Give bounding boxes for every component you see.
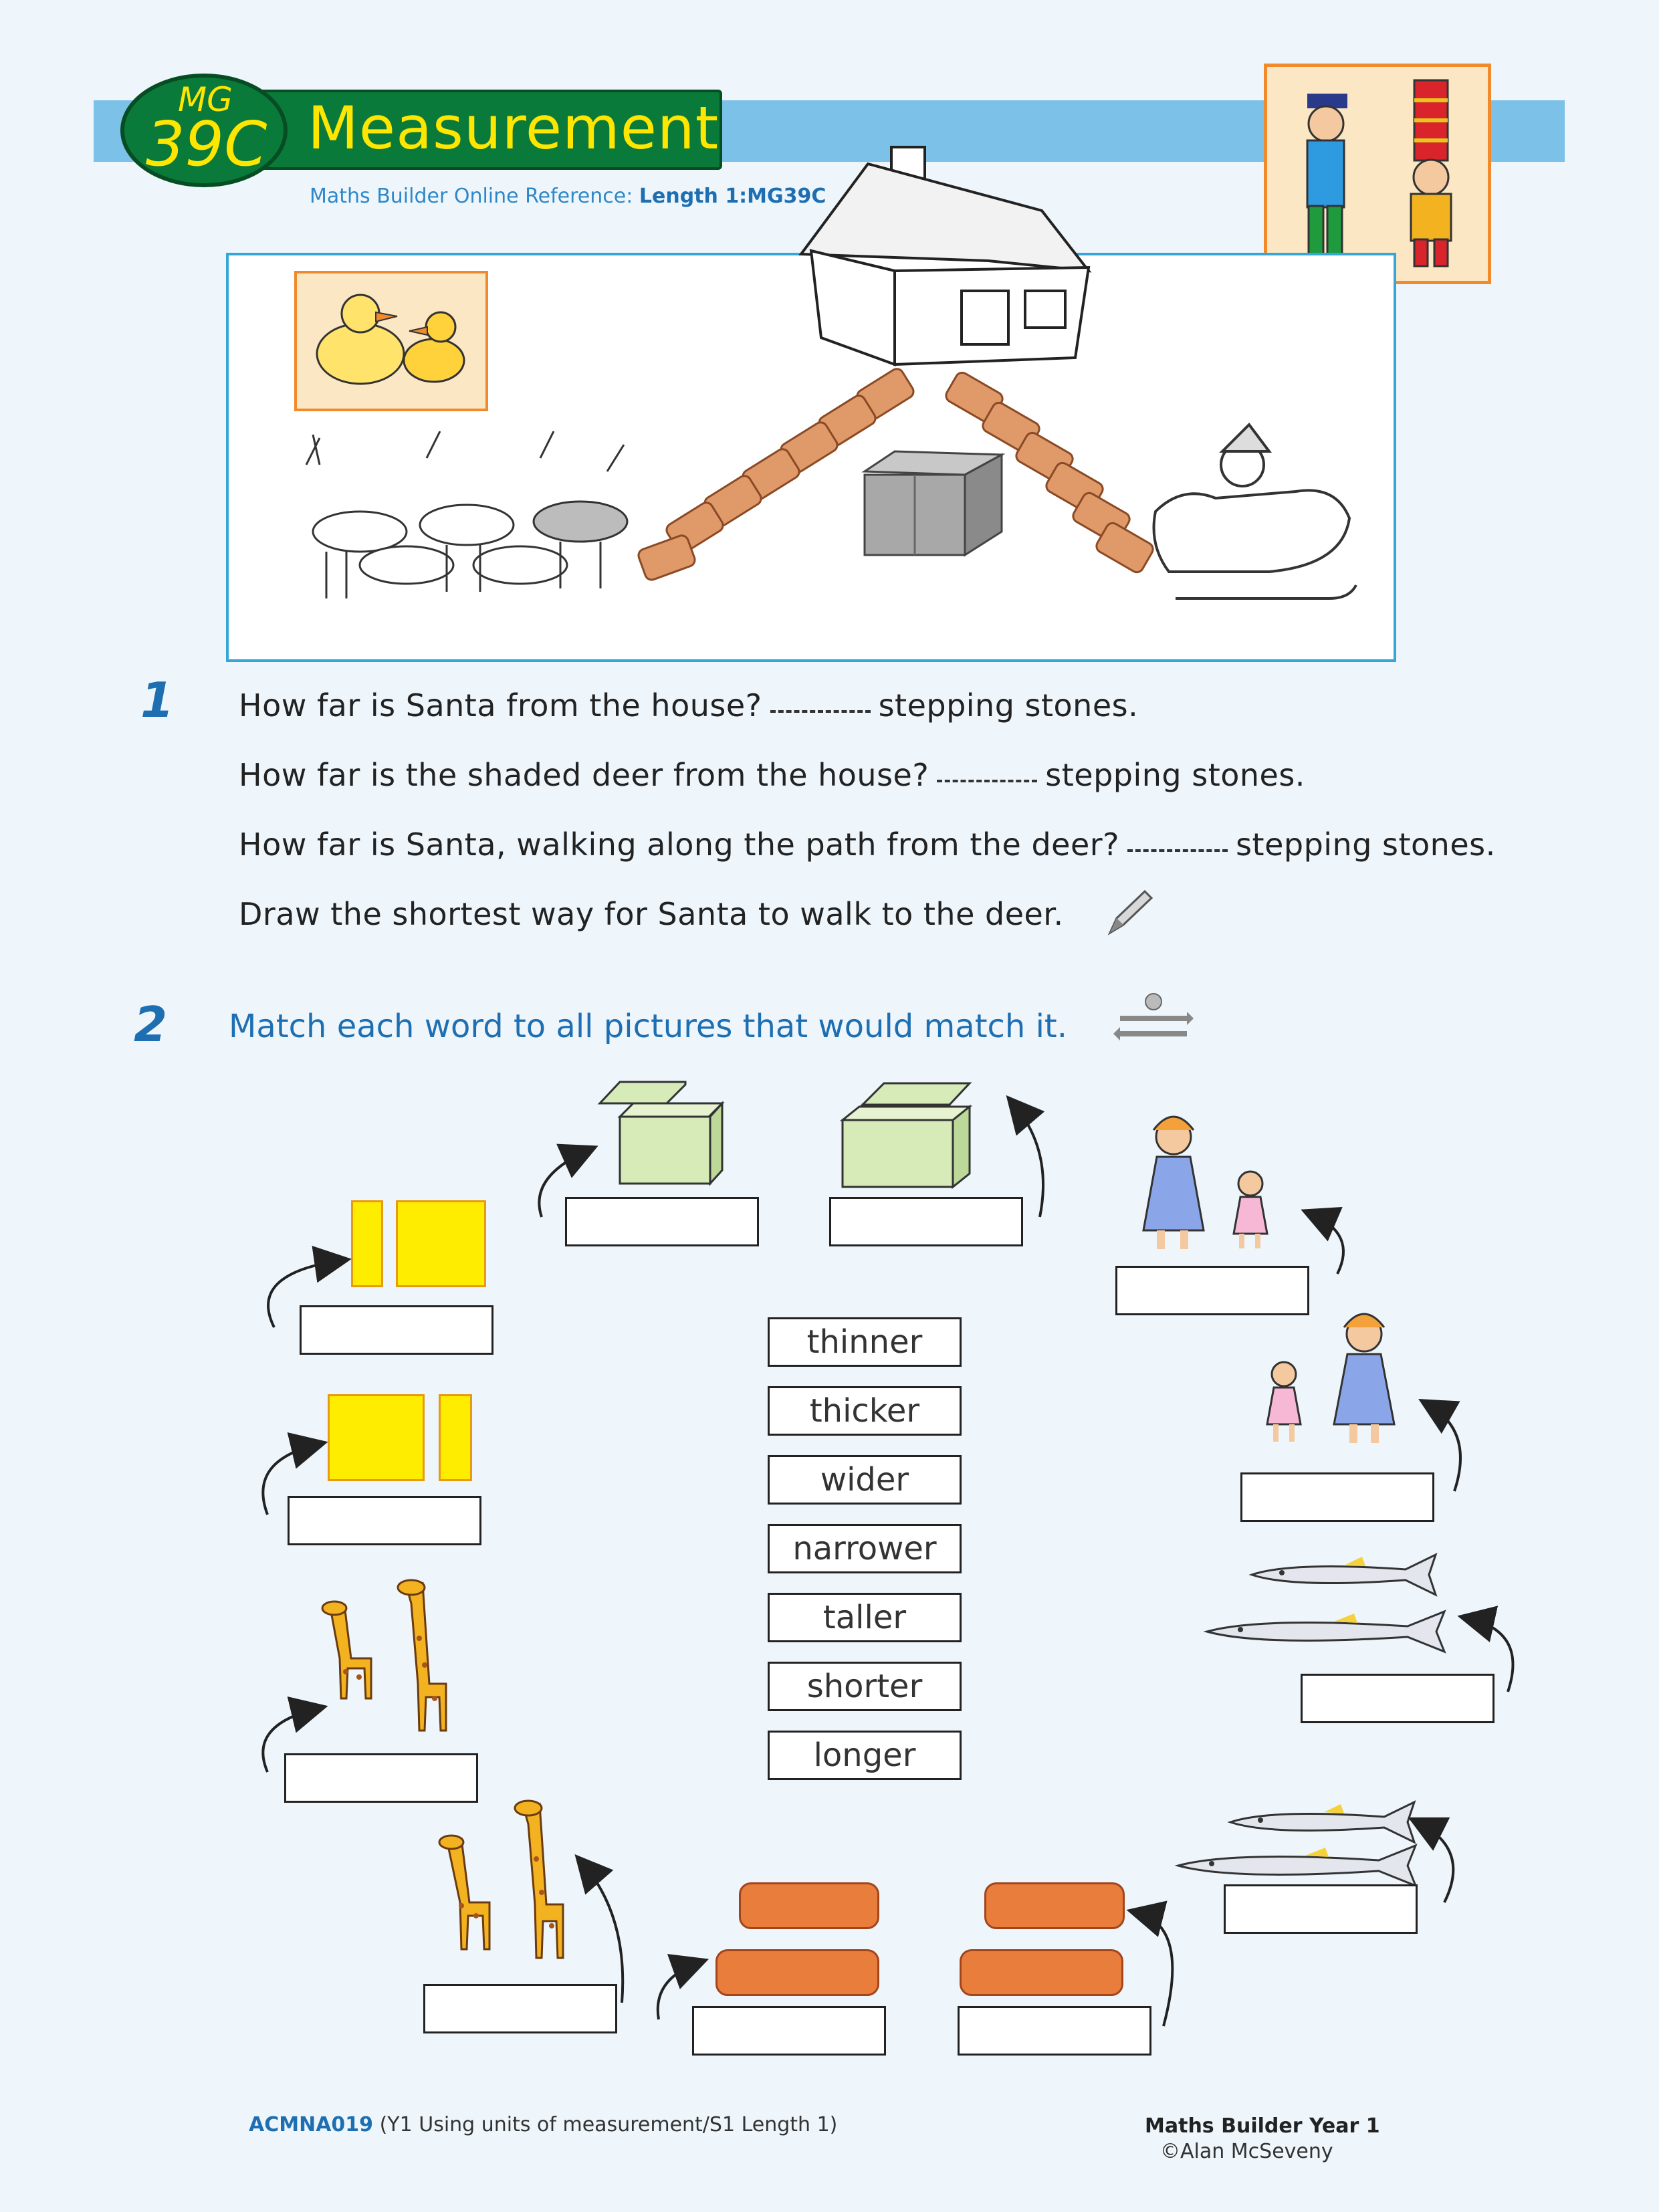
answer-box-box-2[interactable]	[829, 1197, 1023, 1246]
answer-box-fish-2[interactable]	[1224, 1884, 1418, 1934]
answer-box-yellow-1[interactable]	[300, 1305, 493, 1355]
footer-author: ©Alan McSeveny	[1160, 2140, 1333, 2163]
fish-long-picture-1	[1203, 1610, 1446, 1654]
answer-box-yellow-2[interactable]	[288, 1496, 481, 1545]
q2-instruction: Match each word to all pictures that wou…	[229, 1008, 1067, 1045]
reference-code: Length 1:MG39C	[639, 185, 826, 208]
word-thicker[interactable]: thicker	[768, 1386, 962, 1436]
footer-book: Maths Builder Year 1	[1145, 2114, 1380, 2138]
fish-short-picture-2	[1227, 1800, 1416, 1844]
q1-line-3: How far is Santa, walking along the path…	[239, 826, 1496, 863]
page-title: Measurement	[308, 94, 720, 162]
footer-curriculum: ACMNA019 (Y1 Using units of measurement/…	[249, 2113, 838, 2136]
answer-box-giraffe-2[interactable]	[423, 1984, 617, 2033]
q1-line-1: How far is Santa from the house?stepping…	[239, 687, 1139, 724]
stepping-stones	[637, 368, 1154, 581]
orange-short-bar-2	[984, 1882, 1125, 1929]
answer-box-bars-2[interactable]	[958, 2006, 1151, 2056]
orange-short-bar-1	[739, 1882, 879, 1929]
online-reference: Maths Builder Online Reference: Length 1…	[310, 185, 826, 208]
woman-and-girl-picture-2	[1266, 1313, 1396, 1443]
word-shorter[interactable]: shorter	[768, 1662, 962, 1711]
word-narrower[interactable]: narrower	[768, 1524, 962, 1573]
giraffes-picture-2	[438, 1799, 564, 1959]
fish-short-picture-1	[1248, 1553, 1438, 1597]
ducks-picture	[294, 271, 488, 411]
q1-line-2: How far is the shaded deer from the hous…	[239, 757, 1305, 793]
question-1-number: 1	[140, 672, 175, 728]
word-taller[interactable]: taller	[768, 1593, 962, 1642]
box-thick-lid-picture	[839, 1082, 973, 1190]
word-wider[interactable]: wider	[768, 1455, 962, 1505]
reindeer-group	[305, 431, 629, 598]
house-icon	[798, 146, 1092, 366]
orange-long-bar-2	[960, 1949, 1123, 1996]
answer-blank-2[interactable]	[937, 773, 1038, 782]
answer-box-bars-1[interactable]	[692, 2006, 886, 2056]
gift-box-icon	[861, 450, 1006, 557]
answer-blank-3[interactable]	[1127, 843, 1228, 852]
word-longer[interactable]: longer	[768, 1731, 962, 1780]
answer-box-giraffe-1[interactable]	[284, 1753, 478, 1803]
curriculum-code: ACMNA019	[249, 2113, 374, 2136]
badge-number: 39C	[146, 108, 267, 180]
yellow-narrow-rect-1	[351, 1200, 383, 1287]
woman-and-girl-picture-1	[1142, 1115, 1268, 1249]
question-2-number: 2	[134, 996, 168, 1053]
answer-box-people-2[interactable]	[1240, 1472, 1434, 1522]
yellow-wide-rect-2	[328, 1394, 425, 1481]
answer-blank-1[interactable]	[770, 703, 871, 713]
fish-long-picture-2	[1174, 1844, 1418, 1888]
yellow-narrow-rect-2	[439, 1394, 472, 1481]
answer-box-fish-1[interactable]	[1301, 1674, 1495, 1723]
giraffes-picture-1	[321, 1579, 447, 1732]
scene-drawing	[305, 146, 1357, 600]
pencil-icon	[1107, 889, 1153, 935]
answer-box-people-1[interactable]	[1115, 1266, 1309, 1315]
badge-mg: MG	[178, 80, 233, 119]
orange-long-bar-1	[715, 1949, 879, 1996]
lesson-badge	[120, 74, 288, 187]
santa-sleigh-icon	[1152, 422, 1357, 600]
box-thin-lid-picture	[597, 1081, 725, 1186]
q1-line-4: Draw the shortest way for Santa to walk …	[239, 896, 1064, 932]
matching-arrows-icon	[1113, 993, 1194, 1040]
yellow-wide-rect-1	[396, 1200, 486, 1287]
answer-box-box-1[interactable]	[565, 1197, 759, 1246]
title-box	[247, 90, 722, 170]
word-thinner[interactable]: thinner	[768, 1317, 962, 1367]
